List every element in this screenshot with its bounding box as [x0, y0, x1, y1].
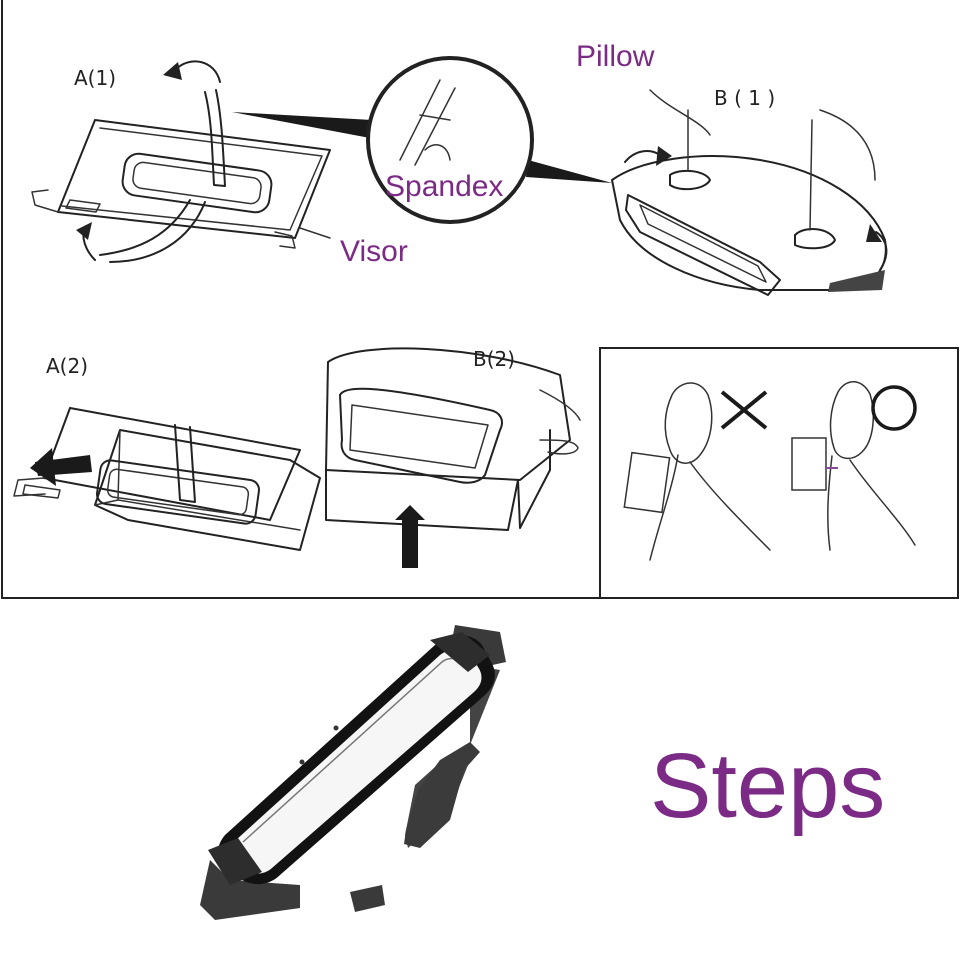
spandex-magnifier [232, 56, 612, 224]
panel-b2-headrest-box-drawing [325, 347, 581, 568]
step-label-a1: A(1) [74, 66, 117, 90]
product-photo-strap-mount [200, 625, 506, 920]
pillow-label: Pillow [576, 40, 655, 73]
cross-mark-icon [720, 390, 768, 430]
comparison-panel [623, 381, 917, 561]
spandex-label: Spandex [385, 170, 504, 203]
panel-a1-visor-drawing [31, 60, 331, 263]
visor-label: Visor [340, 235, 408, 268]
step-label-a2: A(2) [46, 354, 89, 378]
panel-a2-visor-box-drawing [13, 407, 321, 551]
panel-b1-headrest-drawing [611, 89, 888, 296]
circle-mark-icon [871, 385, 917, 431]
steps-heading: Steps [650, 735, 886, 837]
instruction-frame [1, 0, 959, 599]
step-label-b2: B(2) [473, 347, 516, 371]
step-label-b1: B ( 1 ) [714, 86, 776, 110]
